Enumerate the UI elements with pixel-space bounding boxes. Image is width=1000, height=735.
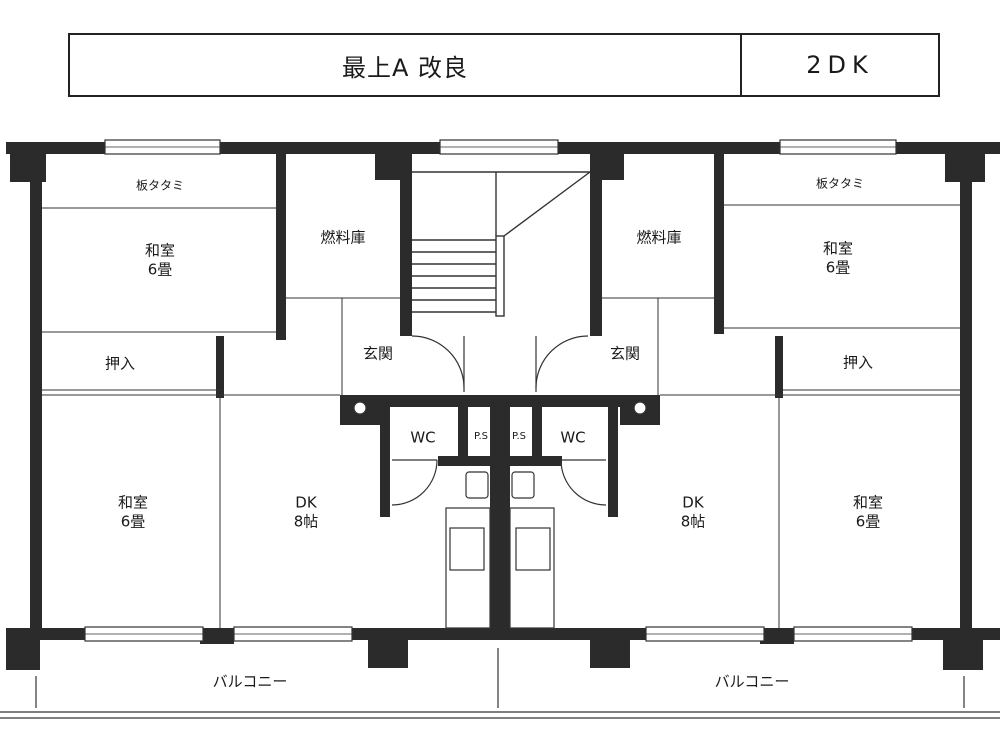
label-washitsu-bl: 和室 6畳 bbox=[118, 493, 148, 531]
label-wc-left: WC bbox=[410, 428, 436, 447]
column-bl bbox=[6, 630, 40, 670]
label-balcony-left: バルコニー bbox=[212, 672, 288, 691]
label-genkan-left: 玄関 bbox=[362, 344, 394, 363]
dk-right-size: 8帖 bbox=[680, 512, 706, 530]
label-washitsu-br: 和室 6畳 bbox=[853, 493, 883, 531]
door-wc-l bbox=[391, 459, 438, 506]
partition-tr bbox=[714, 154, 724, 334]
washitsu-bl-name: 和室 bbox=[117, 493, 149, 512]
label-washitsu-tr: 和室 6畳 bbox=[823, 239, 853, 277]
label-wc-right: WC bbox=[560, 428, 586, 447]
label-oshiire-left: 押入 bbox=[104, 354, 136, 373]
dk-right-name: DK bbox=[682, 493, 704, 512]
unit-type-label: 2DK bbox=[806, 51, 874, 79]
column-tr bbox=[945, 146, 985, 182]
label-nenryoko-right: 燃料庫 bbox=[636, 228, 682, 247]
dk-left-name: DK bbox=[295, 493, 317, 512]
washitsu-tl-name: 和室 bbox=[144, 241, 176, 260]
toilet-l bbox=[465, 471, 489, 499]
toilet-r bbox=[511, 471, 535, 499]
column-bot-mid-l bbox=[368, 636, 408, 668]
dk-left-size: 8帖 bbox=[293, 512, 319, 530]
label-ps-right: P.S bbox=[512, 430, 526, 442]
label-dk-left: DK 8帖 bbox=[294, 493, 319, 531]
washitsu-br-size: 6畳 bbox=[855, 512, 881, 530]
column-bot-r2 bbox=[760, 628, 794, 644]
washitsu-tr-name: 和室 bbox=[822, 239, 854, 258]
fixture-circle-l bbox=[353, 401, 367, 415]
stair-wall-left bbox=[400, 154, 412, 336]
column-bot-l2 bbox=[200, 628, 234, 644]
plan-title: 最上A 改良 bbox=[341, 53, 469, 82]
staircase bbox=[412, 171, 591, 317]
partition-tl bbox=[276, 154, 286, 340]
label-nenryoko-left: 燃料庫 bbox=[320, 228, 366, 247]
label-dk-right: DK 8帖 bbox=[681, 493, 706, 531]
washitsu-br-name: 和室 bbox=[852, 493, 884, 512]
door-wc-r bbox=[560, 459, 607, 506]
label-oshiire-right: 押入 bbox=[842, 353, 874, 372]
washitsu-bl-size: 6畳 bbox=[120, 512, 146, 530]
label-itatatami-left: 板タタミ bbox=[135, 178, 185, 193]
ps-wall-1 bbox=[458, 405, 468, 465]
wall-right bbox=[960, 150, 972, 630]
fixture-circle-r bbox=[633, 401, 647, 415]
central-spine bbox=[490, 405, 510, 630]
label-washitsu-tl: 和室 6畳 bbox=[145, 241, 175, 279]
sink-r bbox=[515, 527, 551, 571]
wc-wall-r bbox=[608, 405, 618, 517]
door-genkan-r bbox=[535, 335, 589, 389]
wc-wall-l bbox=[380, 405, 390, 517]
column-bot-mid-r bbox=[590, 636, 630, 668]
wall-left bbox=[30, 150, 42, 630]
label-balcony-right: バルコニー bbox=[714, 672, 790, 691]
label-genkan-right: 玄関 bbox=[609, 344, 641, 363]
door-genkan-l bbox=[411, 335, 465, 389]
title-divider bbox=[740, 35, 742, 95]
entrance-slab bbox=[340, 395, 660, 407]
partition-oshiire-l bbox=[216, 336, 224, 398]
column-tl bbox=[10, 146, 46, 182]
washitsu-tl-size: 6畳 bbox=[147, 260, 173, 278]
ps-wall-2 bbox=[532, 405, 542, 465]
sink-l bbox=[449, 527, 485, 571]
label-ps-left: P.S bbox=[474, 430, 488, 442]
stair-wall-right bbox=[590, 154, 602, 336]
label-itatatami-right: 板タタミ bbox=[815, 176, 865, 191]
title-box: 最上A 改良 2DK bbox=[68, 33, 940, 97]
partition-oshiire-r bbox=[775, 336, 783, 398]
washitsu-tr-size: 6畳 bbox=[825, 258, 851, 276]
column-br bbox=[943, 630, 983, 670]
